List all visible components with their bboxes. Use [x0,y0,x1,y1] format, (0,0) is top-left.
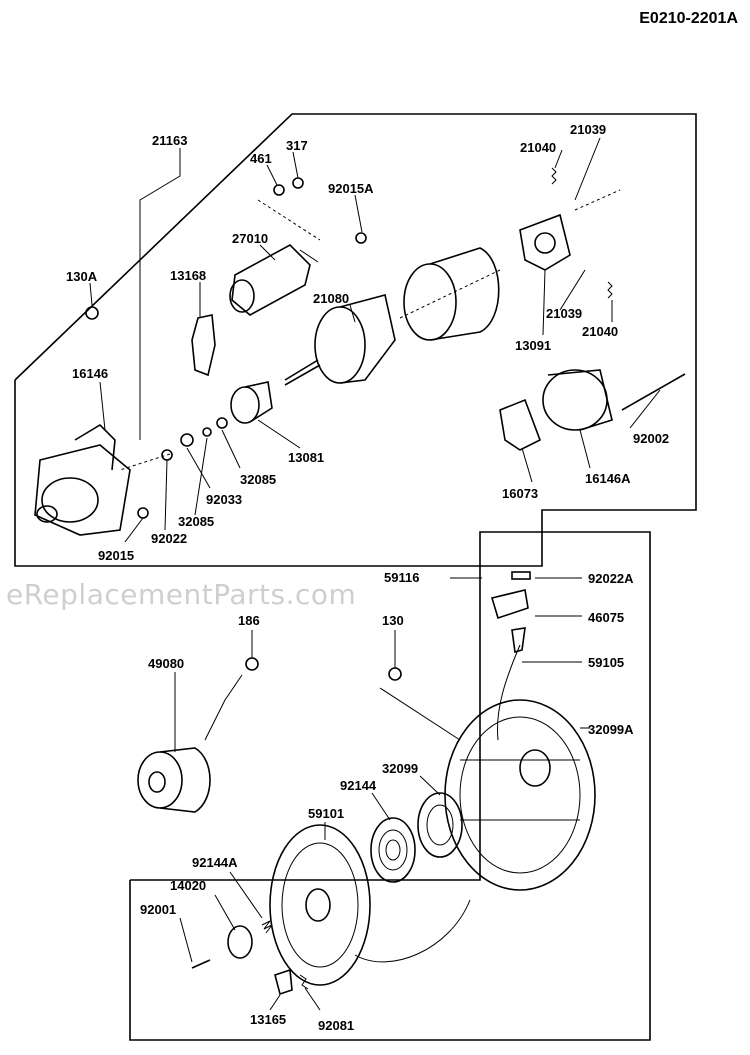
callout-92144a: 92144A [192,855,238,870]
callout-92022: 92022 [151,531,187,546]
callout-92081: 92081 [318,1018,354,1033]
recoil-group-frame [129,531,651,1041]
ratchet-part [274,968,293,996]
callout-13081: 13081 [288,450,324,465]
solenoid-part [229,244,319,316]
nut-part [292,177,304,189]
shift-lever-part [191,314,216,377]
callout-21163: 21163 [152,133,187,148]
nut-part [273,184,285,196]
bolt-part [85,306,99,320]
brush-holder-part [519,213,571,271]
callout-92144: 92144 [340,778,377,793]
callout-130a: 130A [66,269,98,284]
starter-cup-part [137,747,211,813]
assembly-line [204,674,243,741]
callout-21040-side: 21040 [582,324,618,339]
callout-59105: 59105 [588,655,624,670]
rear-cover-part [542,369,613,431]
snap-ring-part [216,417,228,429]
brush-spring-part [607,281,613,299]
callout-13165: 13165 [250,1012,286,1027]
washer-part [180,433,194,447]
through-bolt-part [621,373,686,411]
callout-46075: 46075 [588,610,624,625]
brush-spring-part [551,167,557,185]
assembly-line [379,687,461,741]
callout-461: 461 [250,151,272,166]
callout-32085-lower: 32085 [178,514,214,529]
callout-21039-side: 21039 [546,306,582,321]
spring-part [299,974,309,990]
callout-92033: 92033 [206,492,242,507]
assembly-line [399,269,501,319]
callout-317: 317 [286,138,308,153]
callout-21080: 21080 [313,291,349,306]
recoil-pulley-part [269,824,371,986]
callout-59116: 59116 [384,570,419,585]
pinion-part [230,381,273,424]
callout-92022a: 92022A [588,571,634,586]
brush-plate-part [499,398,542,451]
assembly-line [119,453,171,471]
washer-part [202,427,212,437]
recoil-spring-part [370,817,416,883]
washer-part [227,925,253,959]
callout-32099a: 32099A [588,722,634,737]
callout-21039-top: 21039 [570,122,606,137]
callout-16146a: 16146A [585,471,631,486]
recoil-rope-part [354,644,521,963]
callout-32099: 32099 [382,761,418,776]
callout-92015a: 92015A [328,181,374,196]
callout-49080: 49080 [148,656,184,671]
yoke-part [403,247,500,341]
callout-16073: 16073 [502,486,538,501]
callout-186: 186 [238,613,260,628]
callout-92001: 92001 [140,902,176,917]
spring-cover-part [417,792,463,858]
assembly-line [257,199,321,241]
recoil-housing-part [444,699,596,891]
callout-14020: 14020 [170,878,206,893]
watermark: eReplacementParts.com [6,578,357,611]
callout-27010: 27010 [232,231,268,246]
nut-part [137,507,149,519]
diagram-id: E0210-2201A [639,10,738,27]
armature-part [284,294,396,386]
bolt-part [245,657,259,671]
nut-part [355,232,367,244]
assembly-line [574,189,621,211]
starter-group-frame [14,113,697,567]
callout-32085-upper: 32085 [240,472,276,487]
recoil-handle-part [490,571,531,654]
callout-92015: 92015 [98,548,134,563]
callout-13091: 13091 [515,338,551,353]
leader-line [139,148,181,440]
bolt-part [388,667,402,681]
starter-front-bracket-part [34,423,131,536]
callout-13168: 13168 [170,268,206,283]
leader-lines [89,137,661,1011]
bolt-part [191,959,211,969]
callout-130: 130 [382,613,404,628]
washer-part [161,449,173,461]
callout-21040-top: 21040 [520,140,556,155]
spring-part [261,920,273,934]
callout-59101: 59101 [308,806,344,821]
callout-92002: 92002 [633,431,669,446]
callout-16146: 16146 [72,366,108,381]
